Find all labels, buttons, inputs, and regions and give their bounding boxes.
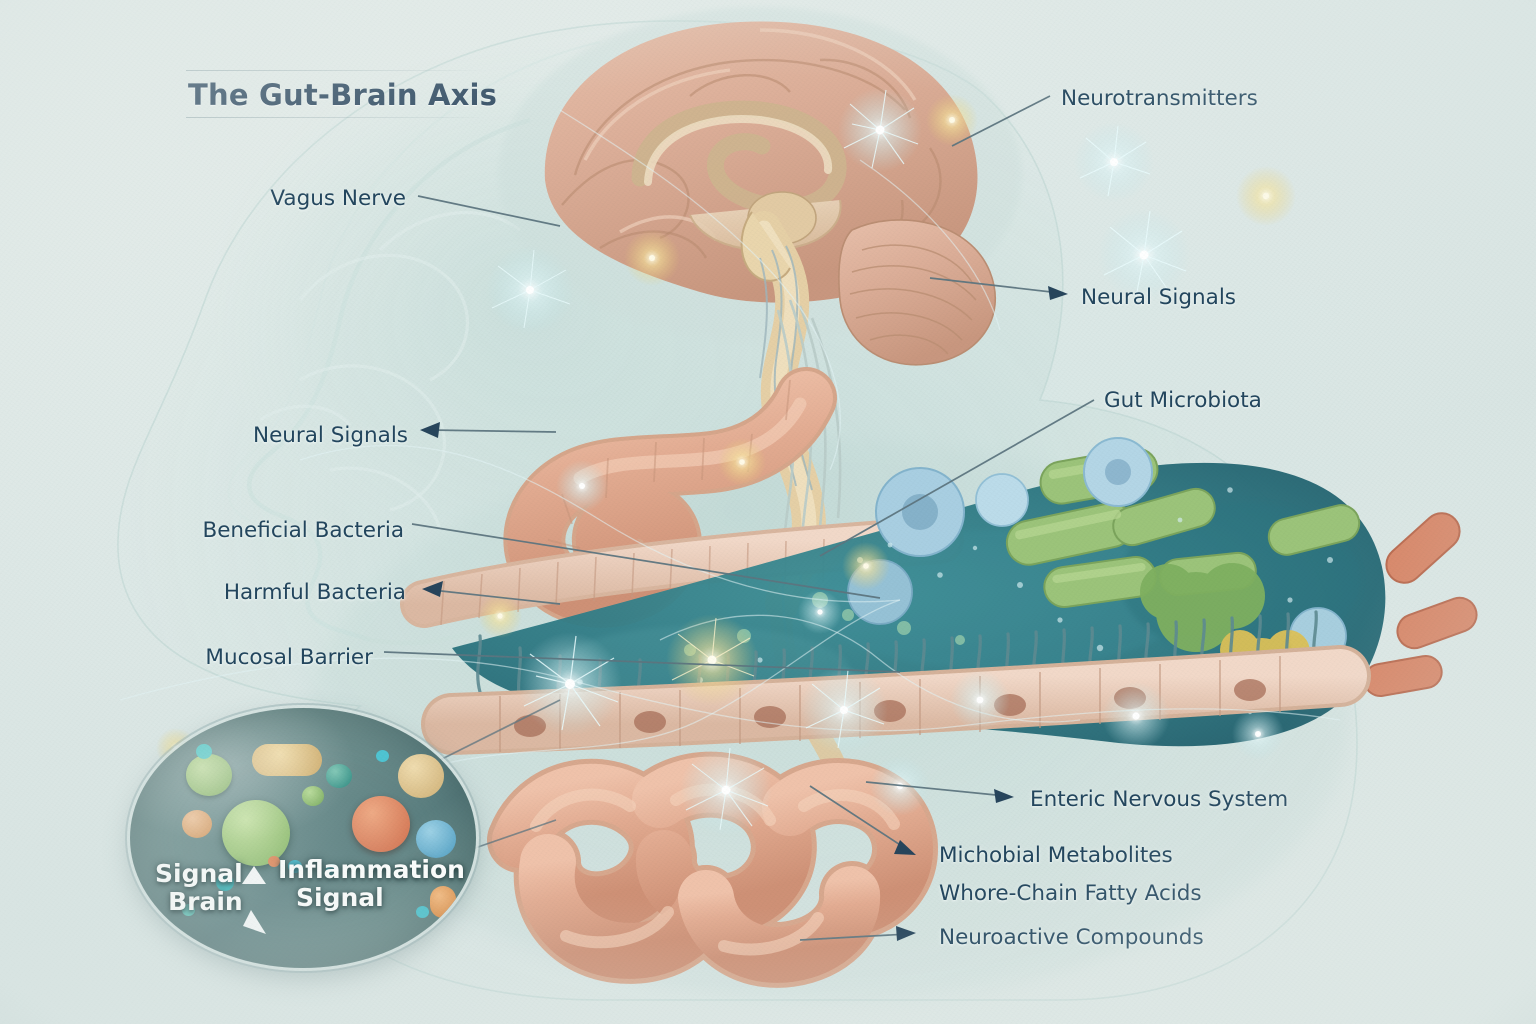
- bacteria-blob: [376, 750, 389, 762]
- bacteria-blob: [252, 744, 322, 776]
- inset-up-arrow-icon: [242, 866, 266, 934]
- bacteria-blob: [196, 744, 212, 759]
- label-harmful-bacteria[interactable]: Harmful Bacteria: [223, 580, 406, 605]
- label-whore-chain-fatty-acids[interactable]: Whore-Chain Fatty Acids: [939, 881, 1202, 906]
- label-beneficial-bacteria[interactable]: Beneficial Bacteria: [202, 518, 404, 543]
- microbiome-magnifier-inset[interactable]: Signal Brain Inflammation Signal: [130, 708, 476, 968]
- label-neural-signals-right[interactable]: Neural Signals: [1081, 285, 1237, 310]
- bacteria-blob: [326, 764, 352, 788]
- label-neuroactive-compounds[interactable]: Neuroactive Compounds: [939, 925, 1204, 950]
- bacteria-blob: [186, 754, 232, 796]
- page-title: The Gut-Brain Axis: [188, 78, 498, 112]
- bacteria-blob: [302, 786, 324, 806]
- bacteria-blob: [398, 754, 444, 798]
- inset-signal-label: Signal Brain: [155, 859, 243, 916]
- inset-inflammation-label: Inflammation Signal: [278, 855, 465, 912]
- label-neurotransmitters[interactable]: Neurotransmitters: [1061, 86, 1258, 111]
- label-vagus-nerve[interactable]: Vagus Nerve: [270, 186, 406, 211]
- title-rule-bottom: [186, 117, 486, 118]
- label-neural-signals-left[interactable]: Neural Signals: [252, 423, 408, 448]
- label-enteric-nervous-system[interactable]: Enteric Nervous System: [1030, 787, 1289, 812]
- label-mucosal-barrier[interactable]: Mucosal Barrier: [205, 645, 373, 670]
- title-block: The Gut-Brain Axis: [186, 70, 499, 118]
- bacteria-blob: [352, 796, 410, 852]
- bacteria-blob: [182, 810, 212, 838]
- bacteria-blob: [416, 820, 456, 858]
- label-michobial-metabolites[interactable]: Michobial Metabolites: [939, 843, 1173, 868]
- label-gut-microbiota[interactable]: Gut Microbiota: [1104, 388, 1262, 413]
